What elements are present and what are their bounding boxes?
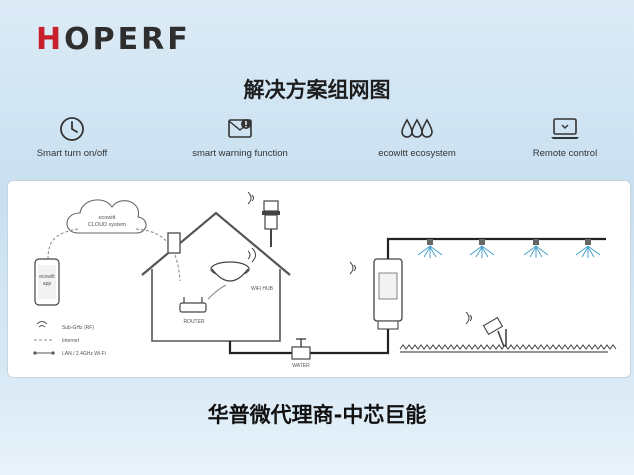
legend-wifi-icon — [36, 321, 48, 328]
water-valve-icon — [291, 338, 311, 360]
grass-strip — [399, 344, 617, 350]
water-label: WATER — [292, 363, 310, 369]
phone-icon — [34, 258, 60, 306]
diagram-canvas: ecowitt CLOUD system ecowitt app ROUTER — [33, 191, 617, 369]
router-icon — [179, 297, 207, 313]
house-icon — [141, 211, 291, 342]
sprinkler-heads — [417, 239, 601, 258]
app-label-1: ecowitt — [39, 274, 55, 280]
feature-ecosystem: ecowitt ecosystem — [342, 116, 492, 159]
page-title: 解决方案组网图 — [243, 78, 391, 102]
brand-logo-h: H — [36, 22, 65, 57]
water-pipe-sprinkler — [386, 237, 606, 265]
laptop-icon — [551, 118, 579, 139]
wifi-hub-icon — [210, 247, 256, 282]
soil-sensor-icon — [465, 311, 507, 348]
legend-label-subghz: Sub-GHz (RF) — [62, 325, 94, 331]
footer-text: 华普微代理商-中芯巨能 — [207, 403, 427, 427]
feature-remote: Remote control — [490, 116, 634, 159]
legend-label-lan: LAN / 2.4GHz Wi-Fi — [62, 351, 106, 357]
internet-link-app — [47, 228, 79, 260]
water-drops-icon — [401, 118, 433, 138]
legend-label-internet: Internet — [62, 338, 80, 344]
valve-controller-icon — [349, 258, 403, 330]
lan-link-hub — [207, 284, 227, 300]
brand-logo: HOPERF — [36, 22, 191, 57]
clock-icon — [60, 117, 84, 141]
feature-warning: smart warning function — [165, 116, 315, 159]
brand-logo-rest: OPERF — [64, 22, 191, 57]
hub-label: WiFi HUB — [251, 286, 274, 292]
feature-label: Remote control — [532, 148, 598, 159]
cloud-icon — [66, 199, 147, 234]
router-label: ROUTER — [183, 319, 205, 325]
app-label-2: app — [43, 281, 52, 287]
cloud-label-2: CLOUD system — [88, 222, 127, 228]
feature-label: Smart turn on/off — [36, 148, 108, 159]
feature-smart-turn: Smart turn on/off — [0, 116, 147, 159]
weather-sensor-icon — [247, 191, 280, 247]
feature-label: smart warning function — [192, 148, 288, 159]
legend: Sub-GHz (RF) Internet LAN / 2.4GHz Wi-Fi — [33, 321, 106, 357]
warning-icon — [228, 119, 252, 138]
cloud-label-1: ecowitt — [98, 215, 116, 221]
feature-label: ecowitt ecosystem — [378, 148, 456, 159]
network-diagram: ecowitt CLOUD system ecowitt app ROUTER — [7, 180, 631, 378]
